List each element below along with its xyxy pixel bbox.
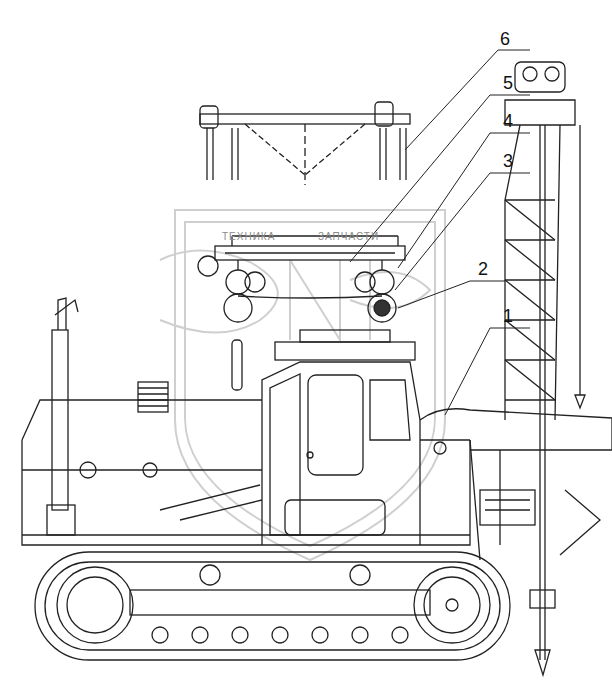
callout-number: 5 [503,74,513,92]
operator-cab [262,330,420,545]
middle-frame [198,236,405,322]
watermark-text: ЗАПЧАСТИ [318,232,379,242]
callout-number: 1 [503,307,513,325]
callout-number: 3 [503,152,513,170]
machine-body [22,400,470,545]
drilling-mast [505,62,585,675]
hydraulic-unit [420,409,612,560]
exhaust-stack [47,298,242,535]
watermark-text: ТЕХНИКА [222,232,275,242]
callout-number: 2 [478,260,488,278]
crawler-track [35,552,510,660]
upper-frame [200,102,410,185]
callout-number: 6 [500,30,510,48]
callout-number: 4 [503,112,513,130]
